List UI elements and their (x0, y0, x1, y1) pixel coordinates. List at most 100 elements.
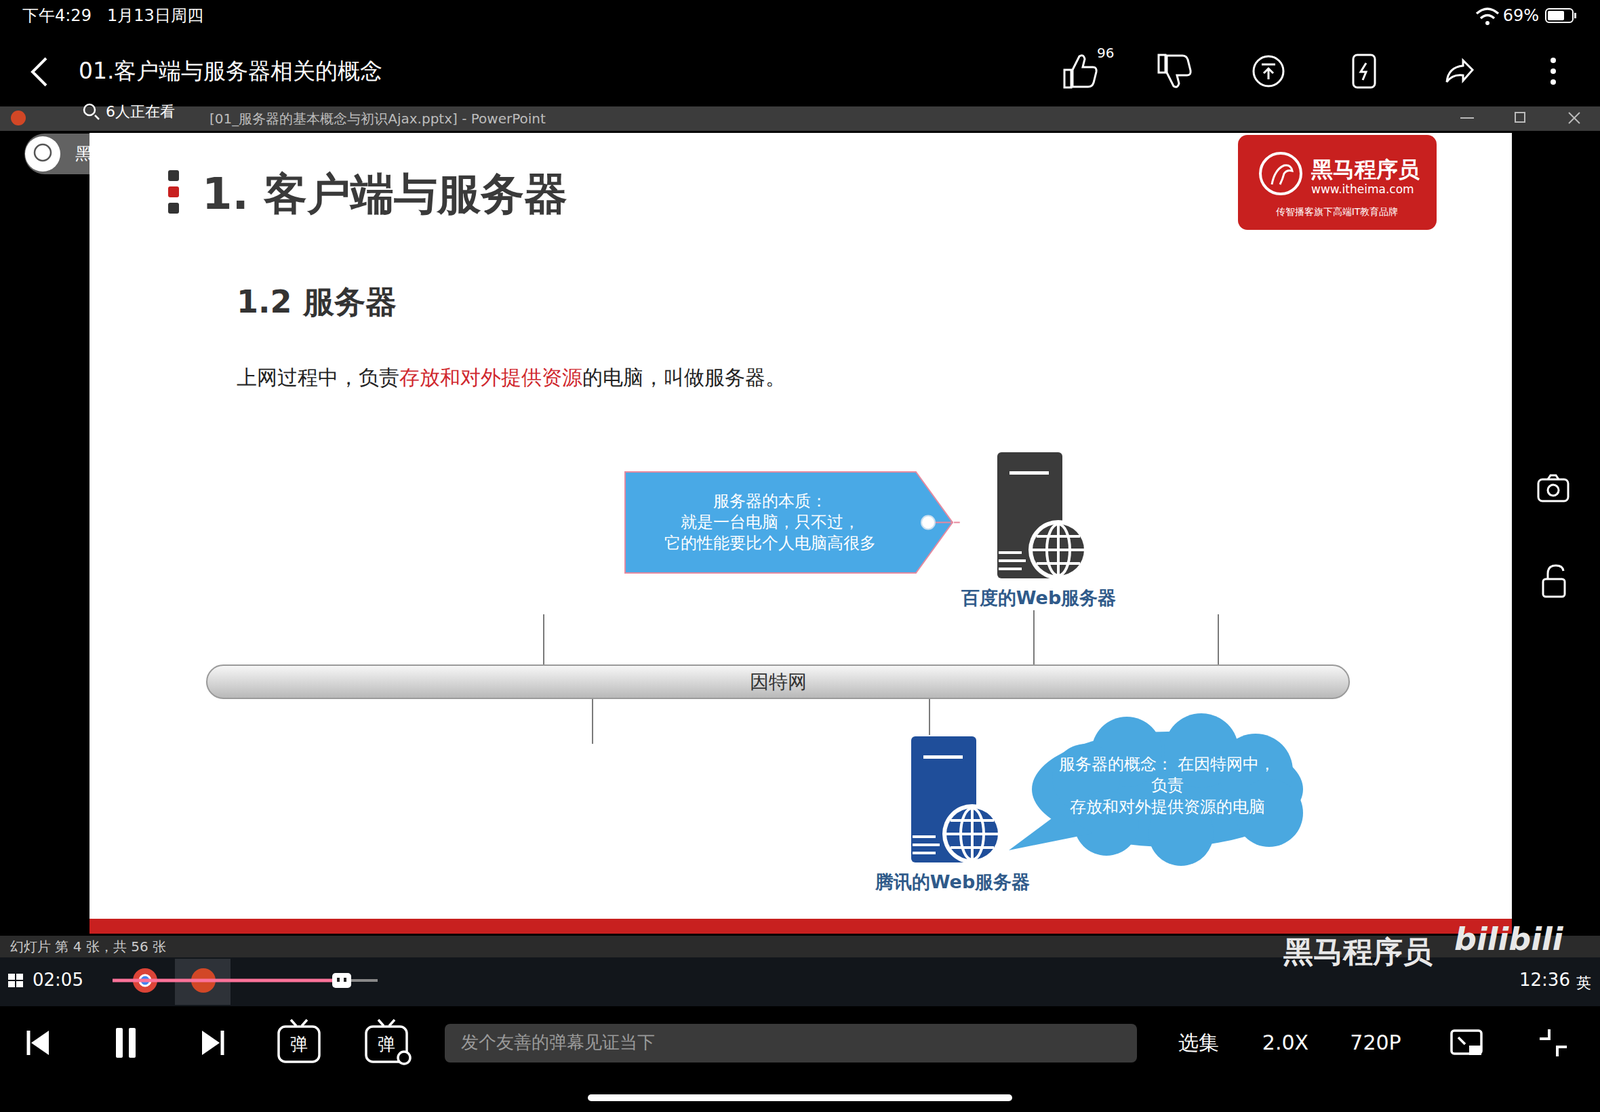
share-icon (1446, 60, 1473, 83)
like-icon (1064, 55, 1097, 88)
more-icon (1550, 57, 1556, 64)
cloud-shape (1008, 713, 1304, 866)
definition-text: 的电脑，叫做服务器。 (582, 364, 786, 392)
like-count: 96 (1096, 44, 1114, 62)
video-title: 01.客户端与服务器相关的概念 (78, 57, 383, 85)
prev-button (27, 1030, 31, 1055)
viewer-icon (84, 104, 95, 116)
play-time: 02:05 (32, 969, 84, 991)
network-cable (928, 698, 931, 735)
brand-logo (1260, 153, 1302, 194)
progress-bar (112, 972, 378, 988)
server-icon (1009, 471, 1049, 475)
danmaku-input (444, 1023, 1137, 1063)
danmaku-toggle (278, 1019, 320, 1062)
viewer-icon (84, 104, 99, 120)
wifi-icon (1476, 8, 1499, 26)
server-icon (998, 552, 1026, 569)
tag-shape (625, 471, 953, 573)
battery-icon (1545, 8, 1577, 23)
charge-icon (1360, 63, 1367, 80)
powerpoint-titlebar (0, 106, 1600, 131)
brand-name: 黑马程序员 (1311, 156, 1420, 183)
coin-icon (1261, 64, 1276, 80)
cloud-shape (1008, 812, 1093, 851)
back-arrow (32, 58, 47, 86)
viewer-icon (94, 115, 99, 120)
server-icon: 腾讯的Web服务器 (873, 734, 1032, 895)
taskbar (16, 973, 24, 980)
server-icon (912, 836, 940, 853)
lock-icon (1543, 578, 1565, 597)
tag-connector (953, 522, 960, 524)
input-placeholder: 发个友善的弹幕见证当下 (461, 1031, 655, 1053)
uploader-name: 黑马程序员 (75, 143, 160, 165)
brand-slogan: 传智播客旗下高端IT教育品牌 (1275, 206, 1399, 218)
battery-icon (1574, 12, 1577, 19)
network-drop-line (591, 698, 594, 744)
taskbar (8, 981, 15, 988)
definition-tag: 服务器的本质： 就是一台电脑，只不过， 它的性能要比个人电脑高很多 (624, 471, 954, 574)
fullscreen-exit-icon (1539, 1029, 1567, 1057)
server-icon (960, 808, 984, 860)
lock-icon (1547, 565, 1564, 579)
node-text: 百度的Web服务器 (960, 585, 1118, 611)
home-indicator (587, 1094, 1013, 1102)
danmaku-icon-text: 弹 (290, 1033, 308, 1055)
server-icon (923, 755, 963, 759)
internet-band: 因特网 (206, 664, 1350, 699)
slide-background (89, 132, 1512, 934)
pause-button (115, 1027, 123, 1058)
node-text: 因特网 (749, 669, 807, 695)
input-language: 英 (1576, 974, 1592, 992)
taskbar (8, 973, 15, 980)
server-icon (1046, 524, 1070, 576)
title-bullets (168, 170, 179, 214)
battery-level: 69% (1503, 6, 1539, 26)
uploader-badge (25, 136, 61, 172)
slide-title: 1. 客户端与服务器 (202, 168, 568, 221)
dislike-icon (1158, 54, 1191, 87)
server-icon (1032, 524, 1085, 576)
camera-icon (1547, 484, 1559, 496)
powerpoint-titlebar (0, 106, 1600, 131)
clock-time: 12:36 (1519, 969, 1571, 991)
coin-icon (1253, 56, 1284, 87)
next-button (221, 1030, 225, 1055)
danmaku-icon-text: 弹 (377, 1033, 396, 1055)
danmaku-toggle (290, 1019, 308, 1026)
cast-icon (1458, 1037, 1466, 1045)
network-drop-line (1217, 614, 1219, 665)
slide-background (89, 132, 1512, 934)
status-time: 下午4:29 (22, 6, 92, 26)
prev-button (31, 1030, 49, 1055)
node-text: 服务器的本质： 就是一台电脑，只不过， 它的性能要比个人电脑高很多 (654, 490, 886, 555)
brand-url: www.itheima.com (1311, 182, 1415, 196)
charge-icon (1353, 54, 1375, 88)
node-text: 服务器的概念： 在因特网中，负责 存放和对外提供资源的电脑 (1058, 753, 1276, 818)
viewer-count: 6人正在看 (105, 103, 175, 121)
tag-shape (921, 515, 935, 530)
danmaku-settings (366, 1019, 411, 1064)
more-icon (1550, 57, 1556, 85)
window-title: [01_服务器的基本概念与初识Ajax.pptx] - PowerPoint (209, 110, 546, 127)
powerpoint-titlebar (10, 110, 26, 126)
wifi-icon (1485, 21, 1490, 26)
camera-icon (1538, 479, 1569, 502)
network-cable (1033, 610, 1035, 665)
progress-bar (112, 978, 342, 983)
camera-icon (1547, 475, 1559, 480)
server-icon (901, 734, 1004, 866)
network-drop-line (543, 614, 545, 665)
cast-icon (1451, 1030, 1482, 1055)
uploader-badge (34, 144, 51, 161)
danmaku-settings (378, 1019, 395, 1026)
prev-button (28, 1030, 49, 1055)
danmaku-settings (397, 1051, 411, 1064)
battery-icon (1547, 10, 1565, 21)
like-icon (1064, 55, 1097, 88)
quality-button: 720P (1349, 1030, 1401, 1055)
danmaku-input (444, 1023, 1137, 1063)
